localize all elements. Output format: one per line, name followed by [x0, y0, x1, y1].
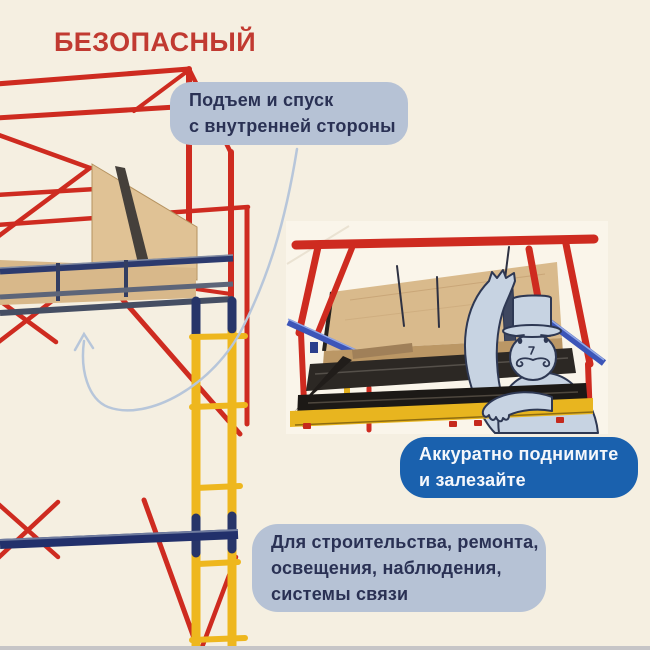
ladder	[189, 296, 248, 650]
mascot-face	[514, 334, 551, 368]
photo-bottom-edge	[0, 646, 650, 650]
callout-arrow-curve	[73, 147, 299, 412]
callout-line: освещения, наблюдения,	[271, 558, 502, 578]
mascot-top-hat	[512, 294, 552, 333]
callout-use-cases: Для строительства, ремонта, освещения, н…	[252, 524, 546, 612]
mascot-resting-paw	[481, 391, 553, 423]
callout-climb-carefully: Аккуратно поднимите и залезайте	[400, 437, 638, 498]
scaffold-tower-photo	[0, 66, 251, 650]
callout-line: системы связи	[271, 584, 409, 604]
platform-inset-photo	[286, 221, 608, 434]
mascot-head	[509, 333, 557, 381]
arrow-head	[73, 331, 95, 352]
platform-deck	[0, 254, 234, 316]
callout-line: и залезайте	[419, 470, 526, 490]
callout-line: с внутренней стороны	[189, 116, 396, 136]
callout-line: Аккуратно поднимите	[419, 444, 619, 464]
callout-line: Подъем и спуск	[189, 90, 334, 110]
page-title: БЕЗОПАСНЫЙ	[54, 27, 257, 57]
callout-inner-access: Подъем и спуск с внутренней стороны	[170, 82, 408, 145]
mascot-hat-brim	[502, 324, 562, 338]
callout-line: Для строительства, ремонта,	[271, 532, 539, 552]
inset-red-frame	[291, 234, 599, 433]
lower-horizontal-bar	[0, 529, 239, 549]
